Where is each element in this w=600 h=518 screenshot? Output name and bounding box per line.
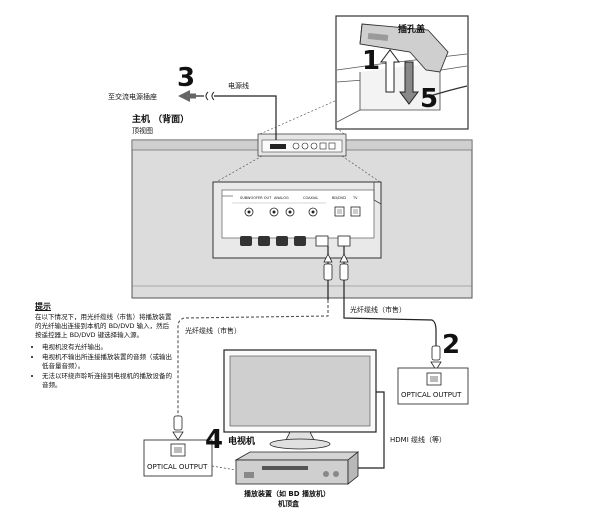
panel-label-subwoofer: SUBWOOFER OUT bbox=[240, 196, 272, 200]
step-1-number: 1 bbox=[362, 46, 381, 76]
jack-cover-label: 插孔盖 bbox=[398, 25, 426, 35]
to-outlet-label: 至交流电源插座 bbox=[108, 93, 157, 101]
hdmi-cable bbox=[352, 391, 385, 469]
panel-label-bd-dvd: BD/DVD bbox=[332, 196, 346, 200]
step1-arrow bbox=[380, 49, 400, 93]
tip-item: 电视机不输出所连接播放装置的音频（或输出低音量音频）。 bbox=[42, 353, 175, 371]
step3-arrow bbox=[178, 90, 190, 102]
rear-label: （背面） bbox=[153, 115, 190, 125]
power-cord-label: 电源线 bbox=[228, 82, 249, 90]
tip-title: 提示 bbox=[35, 302, 51, 311]
panel-label-coaxial: COAXIAL bbox=[303, 196, 319, 200]
optical-output-label-tv: OPTICAL OUTPUT bbox=[401, 391, 462, 399]
optical-cable-player-dashed bbox=[177, 300, 329, 416]
player-label-line2: 机顶盒 bbox=[278, 500, 299, 508]
tv-stand-base bbox=[269, 438, 331, 450]
rear-lower-plugs bbox=[240, 235, 351, 247]
power-cord-break bbox=[205, 91, 215, 101]
rear-upper-jacks bbox=[244, 206, 361, 217]
optical-cable-tv bbox=[343, 300, 437, 346]
jack-slot bbox=[359, 62, 441, 111]
player-top bbox=[234, 451, 360, 461]
tv-label: 电视机 bbox=[228, 437, 256, 447]
optical-output-label-player: OPTICAL OUTPUT bbox=[147, 463, 208, 471]
main-unit-title: 主机 （背面） bbox=[132, 115, 189, 126]
optical-cable-label-left: 光纤缆线（市售） bbox=[185, 327, 241, 335]
tip-item: 电视机没有光纤输出。 bbox=[42, 343, 175, 352]
top-view-label: 顶视图 bbox=[132, 127, 153, 135]
tip-item: 无法以环绕声聆听连接到电视机的播放设备的音频。 bbox=[42, 372, 175, 390]
panel-label-tv: TV bbox=[353, 196, 358, 200]
tv-screen bbox=[229, 355, 371, 427]
tip-intro: 在以下情况下，用光纤缆线（市售）将播放装置的光纤输出连接到本机的 BD/DVD … bbox=[35, 313, 172, 339]
step-2-number: 2 bbox=[442, 330, 461, 360]
top-jacks bbox=[270, 142, 336, 150]
tip-box: 提示 在以下情况下，用光纤缆线（市售）将播放装置的光纤输出连接到本机的 BD/D… bbox=[35, 302, 175, 391]
player-front bbox=[235, 459, 349, 485]
optical-cable-label-right: 光纤缆线（市售） bbox=[350, 306, 406, 314]
panel-label-analog: ANALOG bbox=[274, 196, 289, 200]
player-label-line1: 播放装置（如 BD 播放机） bbox=[244, 490, 331, 498]
step5-arrow bbox=[399, 61, 419, 105]
step-5-number: 5 bbox=[420, 84, 439, 114]
hdmi-cable-label: HDMI 缆线（等） bbox=[390, 436, 446, 444]
main-unit-label: 主机 bbox=[132, 115, 151, 125]
tip-list: 电视机没有光纤输出。 电视机不输出所连接播放装置的音频（或输出低音量音频）。 无… bbox=[35, 343, 175, 390]
step-4-number: 4 bbox=[205, 425, 224, 455]
power-cord-line bbox=[214, 95, 277, 140]
step-3-number: 3 bbox=[177, 63, 196, 93]
